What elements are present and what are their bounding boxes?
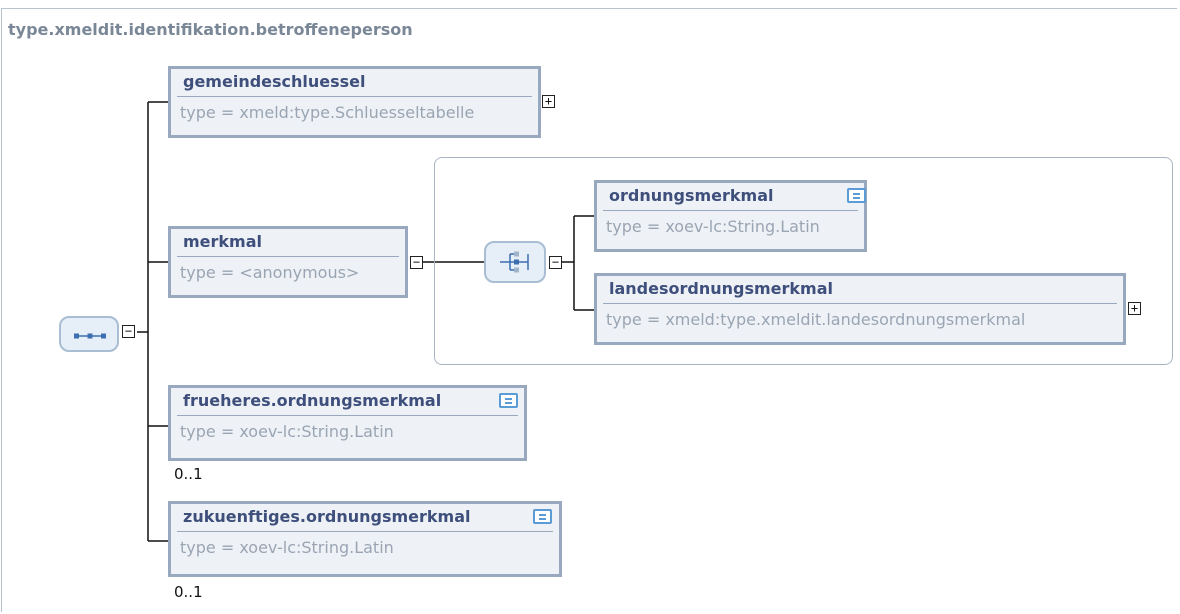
documentation-icon[interactable]	[847, 188, 866, 203]
divider	[603, 210, 858, 211]
element-name: frueheres.ordnungsmerkmal	[183, 391, 442, 410]
documentation-icon[interactable]	[533, 509, 552, 524]
documentation-icon[interactable]	[499, 393, 518, 408]
choice-compositor[interactable]	[484, 241, 546, 283]
divider	[177, 96, 532, 97]
element-type: type = xmeld:type.xmeldit.landesordnungs…	[606, 310, 1026, 329]
element-merkmal[interactable]: merkmal type = <anonymous>	[168, 226, 408, 298]
element-name: zukuenftiges.ordnungsmerkmal	[183, 507, 471, 526]
merkmal-collapse-toggle[interactable]: −	[410, 256, 423, 269]
element-name: merkmal	[183, 232, 263, 251]
element-frueheres-ordnungsmerkmal[interactable]: frueheres.ordnungsmerkmal type = xoev-lc…	[168, 385, 527, 461]
sequence-compositor[interactable]	[59, 316, 119, 352]
element-name: ordnungsmerkmal	[609, 186, 774, 205]
element-name: gemeindeschluessel	[183, 72, 366, 91]
divider	[177, 415, 518, 416]
element-type: type = xoev-lc:String.Latin	[180, 422, 394, 441]
sequence-collapse-toggle[interactable]: −	[122, 325, 135, 338]
element-type: type = xoev-lc:String.Latin	[606, 217, 820, 236]
landesordnungsmerkmal-expand-toggle[interactable]: +	[1128, 302, 1141, 315]
gemeindeschluessel-expand-toggle[interactable]: +	[542, 95, 555, 108]
element-landesordnungsmerkmal[interactable]: landesordnungsmerkmal type = xmeld:type.…	[594, 273, 1126, 345]
sequence-compositor-icon	[74, 333, 106, 339]
choice-collapse-toggle[interactable]: −	[549, 256, 562, 269]
element-type: type = xoev-lc:String.Latin	[180, 538, 394, 557]
occurrence-label: 0..1	[174, 583, 203, 601]
divider	[603, 303, 1117, 304]
diagram-title: type.xmeldit.identifikation.betroffenepe…	[8, 20, 413, 39]
divider	[177, 531, 553, 532]
divider	[177, 256, 399, 257]
element-type: type = xmeld:type.Schluesseltabelle	[180, 103, 475, 122]
choice-compositor-icon	[500, 251, 529, 273]
diagram-frame	[1, 8, 1177, 612]
element-ordnungsmerkmal[interactable]: ordnungsmerkmal type = xoev-lc:String.La…	[594, 180, 867, 252]
element-zukuenftiges-ordnungsmerkmal[interactable]: zukuenftiges.ordnungsmerkmal type = xoev…	[168, 501, 562, 577]
element-gemeindeschluessel[interactable]: gemeindeschluessel type = xmeld:type.Sch…	[168, 66, 541, 138]
element-type: type = <anonymous>	[180, 263, 360, 282]
occurrence-label: 0..1	[174, 465, 203, 483]
anonymous-type-group	[434, 157, 1173, 365]
element-name: landesordnungsmerkmal	[609, 279, 833, 298]
